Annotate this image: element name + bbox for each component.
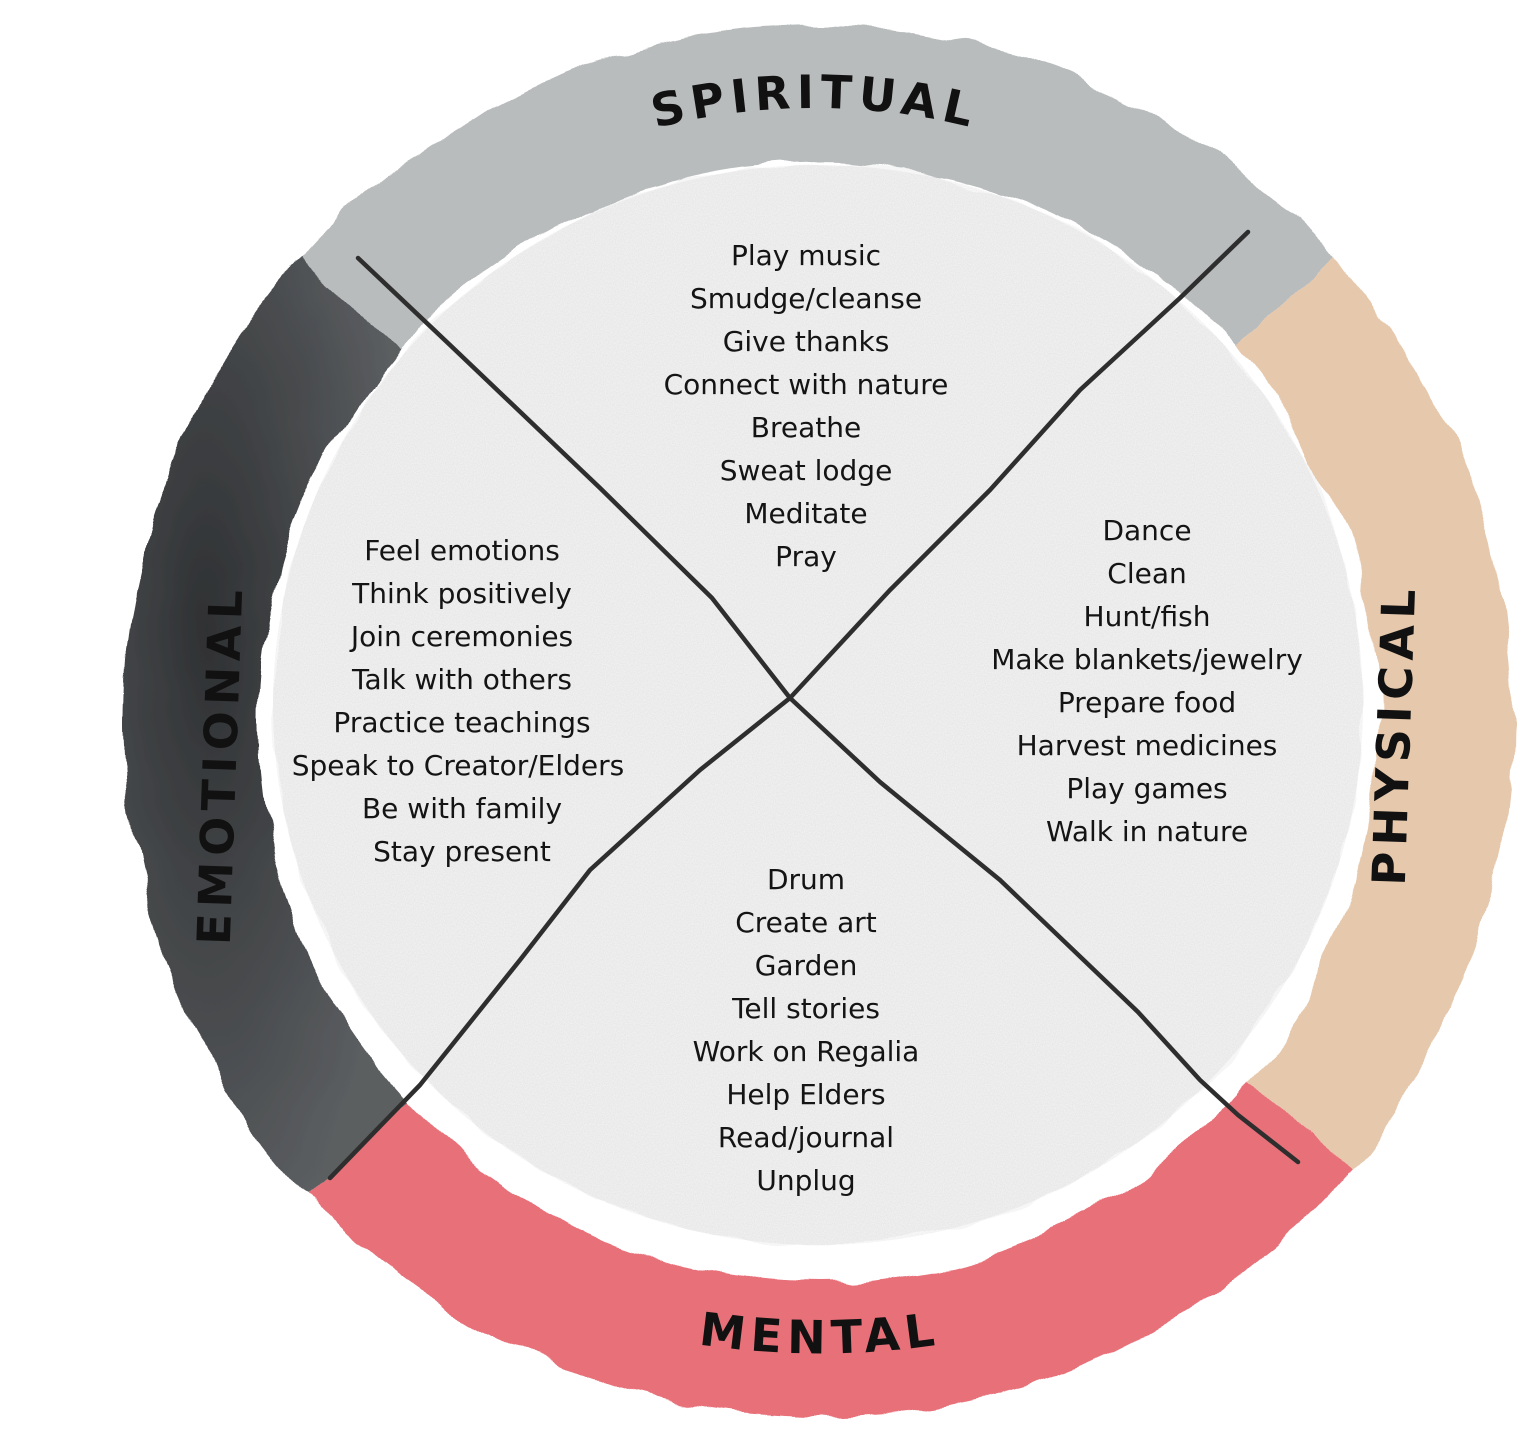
spiritual-item: Smudge/cleanse [690, 282, 922, 315]
emotional-items: Feel emotions Think positively Join cere… [292, 534, 625, 868]
physical-item: Walk in nature [1046, 815, 1248, 848]
emotional-item: Practice teachings [333, 706, 590, 739]
mental-label: MENTAL [697, 1302, 943, 1365]
physical-item: Dance [1102, 514, 1191, 547]
physical-item: Prepare food [1058, 686, 1236, 719]
mental-item: Tell stories [731, 992, 880, 1025]
physical-items: Dance Clean Hunt/fish Make blankets/jewe… [991, 514, 1303, 848]
ring-labels: SPIRITUAL MENTAL EMOTIONAL PHYSICAL [187, 65, 1427, 1365]
physical-item: Play games [1066, 772, 1227, 805]
mental-item: Drum [767, 863, 845, 896]
physical-item: Hunt/fish [1084, 600, 1211, 633]
emotional-item: Be with family [362, 792, 562, 825]
physical-item: Clean [1107, 557, 1186, 590]
emotional-label: EMOTIONAL [187, 583, 254, 946]
physical-label: PHYSICAL [1362, 582, 1427, 886]
mental-items: Drum Create art Garden Tell stories Work… [693, 863, 920, 1197]
emotional-ring-segment [122, 256, 409, 1196]
emotional-item: Stay present [373, 835, 551, 868]
physical-item: Harvest medicines [1017, 729, 1278, 762]
emotional-item: Think positively [351, 577, 572, 610]
physical-item: Make blankets/jewelry [991, 643, 1303, 676]
mental-item: Read/journal [718, 1121, 894, 1154]
emotional-item: Speak to Creator/Elders [292, 749, 625, 782]
spiritual-item: Connect with nature [664, 368, 949, 401]
spiritual-item: Sweat lodge [720, 454, 893, 487]
spiritual-item: Meditate [744, 497, 867, 530]
spiritual-item: Breathe [751, 411, 861, 444]
divider-line-emotional-physical [355, 255, 1301, 1165]
emotional-item: Talk with others [351, 663, 572, 696]
spiritual-ring-segment [301, 27, 1335, 348]
mental-item: Garden [755, 949, 858, 982]
mental-ring-segment [309, 1081, 1351, 1417]
emotional-item: Feel emotions [364, 534, 560, 567]
emotional-item: Join ceremonies [349, 620, 573, 653]
quadrant-dividers [327, 229, 1301, 1181]
spiritual-item: Pray [775, 540, 837, 573]
divider-line-spiritual-mental [327, 229, 1251, 1181]
mental-item: Work on Regalia [693, 1035, 920, 1068]
mental-item: Unplug [756, 1164, 855, 1197]
spiritual-item: Play music [731, 239, 881, 272]
spiritual-item: Give thanks [723, 325, 890, 358]
spiritual-items: Play music Smudge/cleanse Give thanks Co… [664, 239, 949, 573]
mental-item: Help Elders [726, 1078, 885, 1111]
mental-item: Create art [735, 906, 877, 939]
physical-ring-segment [1234, 256, 1513, 1169]
